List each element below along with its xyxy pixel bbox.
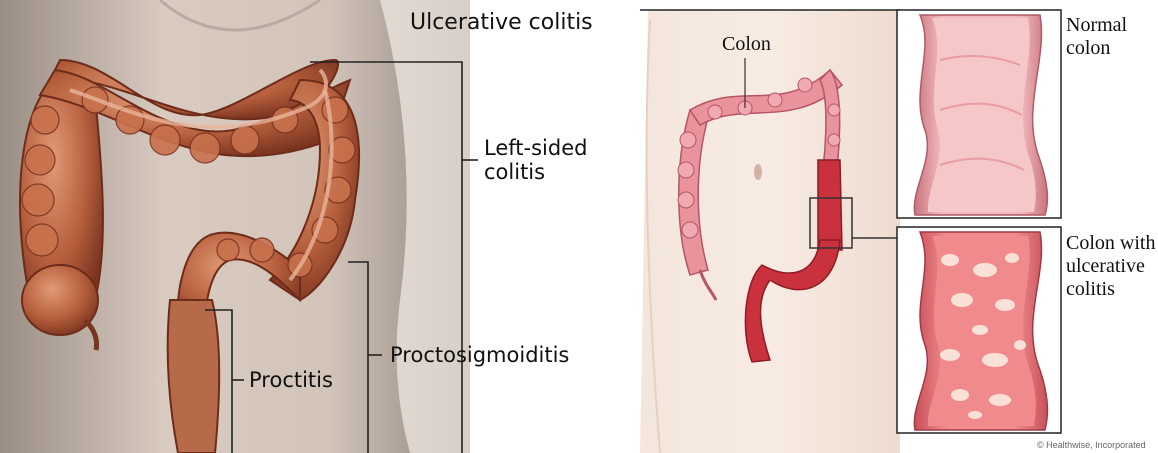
ulcerated-colon-inset — [897, 227, 1061, 433]
normal-colon-inset — [897, 10, 1061, 218]
right-panel-background — [640, 10, 900, 453]
figure-title: Ulcerative colitis — [410, 10, 593, 35]
label-colon: Colon — [722, 33, 771, 56]
label-proctosigmoiditis: Proctosigmoiditis — [390, 343, 569, 367]
credit-text: © Healthwise, Incorporated — [1037, 440, 1146, 450]
label-left-sided-colitis: Left-sided colitis — [484, 136, 587, 184]
label-proctitis: Proctitis — [249, 368, 333, 392]
label-ulcerative-colon: Colon with ulcerative colitis — [1066, 232, 1158, 301]
label-normal-colon: Normal colon — [1066, 14, 1127, 60]
